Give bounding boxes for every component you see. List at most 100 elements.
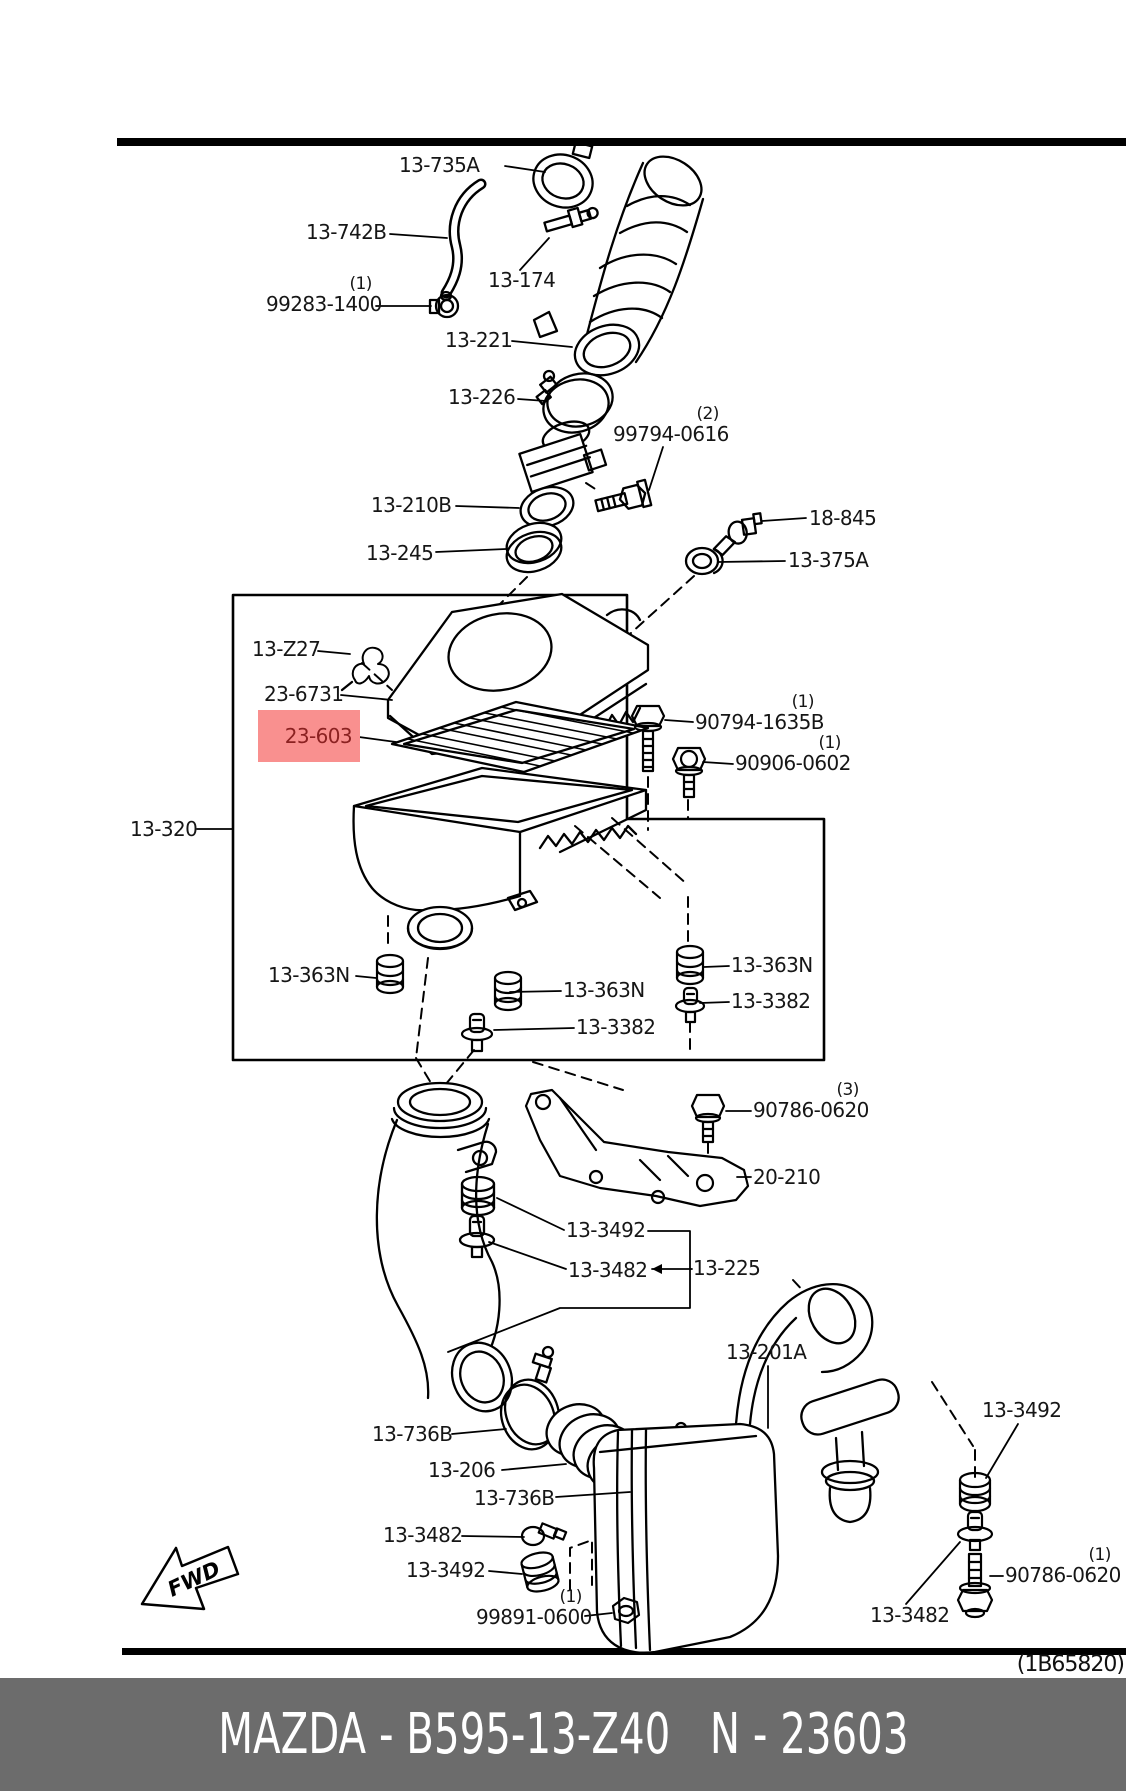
footer-bar: MAZDA - B595-13-Z40 N - 23603 [0,1678,1126,1791]
part-number: 13-174 [488,268,556,292]
part-number: 99283-1400 [266,291,382,316]
part-number: 13-3382 [576,1015,656,1039]
part-label-13-363N-center: 13-363N [563,980,645,1001]
part-label-13-363N-right: 13-363N [731,955,813,976]
part-label-90786-0620-top: (3)90786-0620 [753,1080,869,1122]
part-number: 13-375A [788,548,869,572]
assembly-box-13-320 [231,593,826,1062]
part-qty: (3) [836,1080,859,1100]
part-label-13-320: 13-320 [130,817,198,841]
part-number: 13-363N [563,978,645,1002]
part-number: 20-210 [753,1165,821,1189]
part-label-13-201A: 13-201A [726,1340,807,1364]
part-label-13-226: 13-226 [448,385,516,409]
part-label-13-3382-center: 13-3382 [576,1015,656,1039]
part-number: 23-603 [284,723,353,748]
part-number: 13-3492 [566,1218,646,1242]
part-label-13-225: 13-225 [693,1256,761,1280]
part-number: 13-320 [130,817,198,841]
part-number: 23-6731 [264,682,344,706]
air-filter-element-drawing [390,700,650,774]
air-cleaner-lower-case-drawing [352,766,648,951]
bracket-drawing [524,1088,750,1208]
footer-catalog-code: MAZDA - B595-13-Z40 [217,1702,670,1767]
part-label-99283-1400: (1)99283-1400 [266,274,382,316]
part-number: 13-735A [399,153,480,177]
part-number: 13-3482 [383,1523,463,1547]
part-number: 13-3492 [982,1398,1062,1422]
part-number: 13-221 [445,328,513,352]
part-label-90786-0620-bottom: (1)90786-0620 [1005,1545,1121,1587]
part-label-99794-0616: (2)99794-0616 [613,404,729,446]
intake-duct-drawing [428,141,763,576]
part-number: 13-3482 [568,1258,648,1282]
part-number: 99794-0616 [613,421,729,446]
part-label-13-221: 13-221 [445,328,513,352]
part-label-13-742B: 13-742B [306,220,387,244]
bottom-right-fasteners-drawing [956,1471,994,1619]
part-label-13-3482-bottom-left: 13-3482 [383,1523,463,1547]
part-number: 13-736B [474,1486,555,1510]
part-qty: (1) [559,1587,582,1607]
part-label-13-3482-mid: 13-3482 [568,1258,648,1282]
part-label-13-363N-left: 13-363N [268,965,350,986]
part-qty: (1) [349,274,372,294]
part-label-13-210B: 13-210B [371,493,452,517]
part-label-13-3482-bottom-right: 13-3482 [870,1603,950,1627]
leader-lines [196,165,1019,1617]
part-number: 18-845 [809,506,877,530]
part-label-13-3492-mid: 13-3492 [566,1218,646,1242]
part-number: 13-3382 [731,989,811,1013]
part-number: 13-206 [428,1458,496,1482]
fwd-arrow: FWD [140,1545,240,1611]
sheet-code: (1B65820) [1016,1652,1125,1677]
part-label-13-Z27: 13-Z27 [252,637,321,661]
part-number: 13-3482 [870,1603,950,1627]
part-label-90906-0602: (1)90906-0602 [735,733,851,775]
part-number: 13-736B [372,1422,453,1446]
part-label-13-375A: 13-375A [788,548,869,572]
part-number: 99891-0600 [476,1604,592,1629]
part-label-13-3382-right: 13-3382 [731,989,811,1013]
part-label-13-3492-bottom-right: 13-3492 [982,1398,1062,1422]
part-label-13-736B-upper: 13-736B [372,1422,453,1446]
part-number: 90794-1635B [695,709,824,734]
part-number: 90906-0602 [735,750,851,775]
part-number: 90786-0620 [753,1097,869,1122]
part-number: 13-201A [726,1340,807,1364]
part-label-18-845: 18-845 [809,506,877,530]
part-number: 13-Z27 [252,637,321,661]
part-label-23-603-highlighted: 23-603 [258,710,360,762]
part-number: 13-363N [268,963,350,987]
mount-grommets-drawing [375,944,706,1053]
part-number: 13-363N [731,953,813,977]
part-label-20-210: 20-210 [753,1165,821,1189]
part-number: 13-226 [448,385,516,409]
part-label-90794-1635B: (1)90794-1635B [695,692,824,734]
part-label-13-3492-bottom-left: 13-3492 [406,1558,486,1582]
part-label-23-6731: 23-6731 [264,682,344,706]
part-number: 13-742B [306,220,387,244]
footer-part-ref: N - 23603 [709,1702,909,1767]
part-qty: (1) [818,733,841,753]
part-number: 13-225 [693,1256,761,1280]
case-bolts-drawing [630,704,707,799]
air-chamber-drawing [592,1282,900,1654]
part-label-13-736B-lower: 13-736B [474,1486,555,1510]
part-qty: (1) [1088,1545,1111,1565]
part-label-13-245: 13-245 [366,543,434,564]
resonance-pipe-drawing [375,1081,501,1400]
part-number: 13-3492 [406,1558,486,1582]
part-qty: (1) [791,692,815,712]
part-number: 90786-0620 [1005,1562,1121,1587]
bottom-left-fasteners-drawing [520,1522,641,1625]
part-label-99891-0600: (1)99891-0600 [476,1587,592,1629]
part-number: 13-210B [371,493,452,517]
page-rules [117,138,1126,1655]
part-label-13-206: 13-206 [428,1458,496,1482]
part-label-13-174: 13-174 [488,268,556,292]
part-label-13-735A: 13-735A [399,153,480,177]
part-qty: (2) [696,404,719,424]
